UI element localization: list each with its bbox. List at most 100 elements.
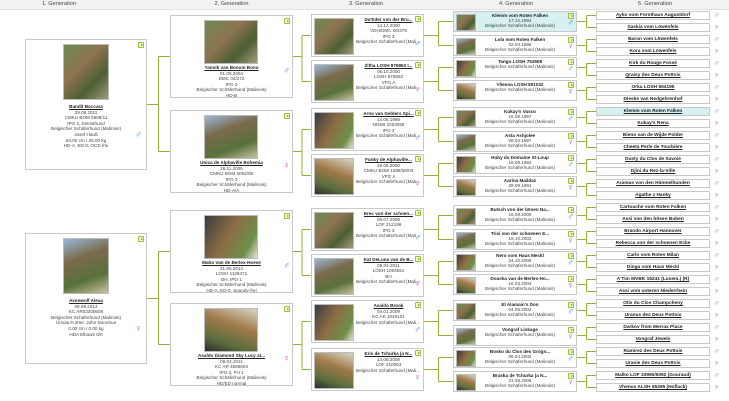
dog-photo[interactable]	[204, 215, 258, 259]
dog-photo[interactable]	[456, 60, 476, 77]
dog-card-compact[interactable]: Malko LOF 33990/5092 (Gouraud)	[596, 371, 710, 380]
dog-card-compact[interactable]: Assi von den bösen Buben	[596, 215, 710, 224]
dog-name-link[interactable]: Rebecca von der schoenen Ecke	[615, 241, 691, 246]
expand-ancestors-icon[interactable]	[415, 62, 421, 68]
expand-ancestors-icon[interactable]	[284, 113, 290, 119]
expand-ancestors-icon[interactable]	[568, 13, 574, 19]
expand-ancestors-icon[interactable]	[568, 155, 574, 161]
expand-ancestors-icon[interactable]	[568, 349, 574, 355]
dog-photo[interactable]	[63, 238, 109, 294]
expand-ancestors-icon[interactable]	[568, 178, 574, 184]
dog-photo[interactable]	[456, 38, 476, 55]
dog-card-compact[interactable]: Assi vom unteren Niederrhein	[596, 287, 710, 296]
expand-ancestors-icon[interactable]	[415, 16, 421, 22]
dog-name-link[interactable]: Klemm vom Roten Falken	[623, 109, 683, 114]
dog-card-compact[interactable]: Kora vom Löwenfels	[596, 47, 710, 56]
dog-name-link[interactable]: Qraisy des Deux Pottois	[625, 73, 681, 78]
expand-ancestors-icon[interactable]	[284, 18, 290, 24]
dog-photo[interactable]	[456, 156, 476, 173]
dog-name-link[interactable]: Bieno van de Wijde Polder	[622, 133, 684, 138]
dog-name-link[interactable]: Saskia vom Löwenfels	[627, 25, 679, 30]
dog-photo[interactable]	[314, 112, 354, 149]
expand-ancestors-icon[interactable]	[568, 302, 574, 308]
dog-photo[interactable]	[456, 232, 476, 249]
dog-name-link[interactable]: A'Tim MVBK 16241 (Luxem.) (R)	[616, 277, 690, 282]
dog-name-link[interactable]: Cheeta Perle de Tourbière	[623, 145, 683, 150]
dog-photo[interactable]	[314, 352, 354, 389]
dog-name-link[interactable]: Dinga vom Haus Meckl	[626, 265, 680, 270]
dog-name-link[interactable]: Assi von den bösen Buben	[622, 217, 684, 222]
dog-card-compact[interactable]: Cheeta Perle de Tourbière	[596, 143, 710, 152]
dog-name-link[interactable]: Kat DeLuna van de B...	[363, 257, 414, 262]
dog-name-link[interactable]: Zitha LOSH 876863 I...	[364, 63, 413, 68]
dog-name-link[interactable]: Brando Airport Hannover	[624, 229, 682, 234]
dog-card-compact[interactable]: Rebecca von der schoenen Ecke	[596, 239, 710, 248]
expand-ancestors-icon[interactable]	[568, 133, 574, 139]
dog-name-link[interactable]: Orka LOSH 654195	[631, 85, 675, 90]
dog-photo[interactable]	[314, 64, 354, 101]
dog-card-compact[interactable]: Uranie des Deux Pottois	[596, 359, 710, 368]
dog-photo[interactable]	[456, 303, 476, 320]
dog-card-compact[interactable]: Dieske van Nedgehrenhof	[596, 95, 710, 104]
dog-name-link[interactable]: Dusty du Clos de Savoie	[625, 157, 681, 162]
dog-photo[interactable]	[63, 44, 109, 100]
dog-card-compact[interactable]: Qraisy des Deux Pottois	[596, 71, 710, 80]
expand-ancestors-icon[interactable]	[415, 256, 421, 262]
dog-card-compact[interactable]: Orka LOSH 654195	[596, 83, 710, 92]
dog-name-link[interactable]: Uranie des Deux Pottois	[625, 361, 681, 366]
dog-card-compact[interactable]: Aramus von den Himmelhunden	[596, 179, 710, 188]
expand-ancestors-icon[interactable]	[284, 213, 290, 219]
dog-card-compact[interactable]: Vhenus ALSH 55395 (Hoflack)	[596, 383, 710, 392]
dog-card-compact[interactable]: Uranus des Deux Pottois	[596, 311, 710, 320]
dog-card-compact[interactable]: Djini du Rez-la-Ville	[596, 167, 710, 176]
dog-name-link[interactable]: Baron vom Löwenfels	[628, 37, 678, 42]
dog-name-link[interactable]: Cartouche vom Roten Falken	[619, 205, 687, 210]
dog-name-link[interactable]: Erec von der schoen...	[363, 211, 414, 216]
dog-card-compact[interactable]: A'Tim MVBK 16241 (Luxem.) (R)	[596, 275, 710, 284]
dog-photo[interactable]	[456, 328, 476, 345]
dog-photo[interactable]	[456, 134, 476, 151]
dog-card-compact[interactable]: Otis du Clos Champcheny	[596, 299, 710, 308]
expand-ancestors-icon[interactable]	[568, 109, 574, 115]
dog-card-compact[interactable]: Brando Airport Hannover	[596, 227, 710, 236]
dog-name-link[interactable]: Djini du Rez-la-Ville	[630, 169, 676, 174]
dog-photo[interactable]	[204, 308, 258, 352]
dog-name-link[interactable]: Darkov from Merrax Place	[623, 325, 683, 330]
expand-ancestors-icon[interactable]	[568, 231, 574, 237]
dog-card-compact[interactable]: Baron vom Löwenfels	[596, 35, 710, 44]
dog-card-compact[interactable]: Agathe z Hanky	[596, 191, 710, 200]
dog-name-link[interactable]: Kirk du Rouge Fossé	[629, 61, 677, 66]
expand-ancestors-icon[interactable]	[138, 42, 144, 48]
dog-photo[interactable]	[456, 350, 476, 367]
dog-photo[interactable]	[314, 212, 354, 249]
dog-name-link[interactable]: Assi vom unteren Niederrhein	[618, 289, 688, 294]
dog-card-compact[interactable]: Ayko vom Forsthaus Augustdorf	[596, 11, 710, 20]
dog-name-link[interactable]: Kukay's Rena	[637, 121, 669, 126]
dog-card-compact[interactable]: Carlo vom Roten Milan	[596, 251, 710, 260]
dog-photo[interactable]	[204, 20, 258, 64]
expand-ancestors-icon[interactable]	[415, 110, 421, 116]
dog-name-link[interactable]: Dieske van Nedgehrenhof	[623, 97, 683, 102]
dog-card-compact[interactable]: Klemm vom Roten Falken	[596, 107, 710, 116]
dog-name-link[interactable]: Carlo vom Roten Milan	[627, 253, 679, 258]
dog-photo[interactable]	[456, 83, 476, 100]
